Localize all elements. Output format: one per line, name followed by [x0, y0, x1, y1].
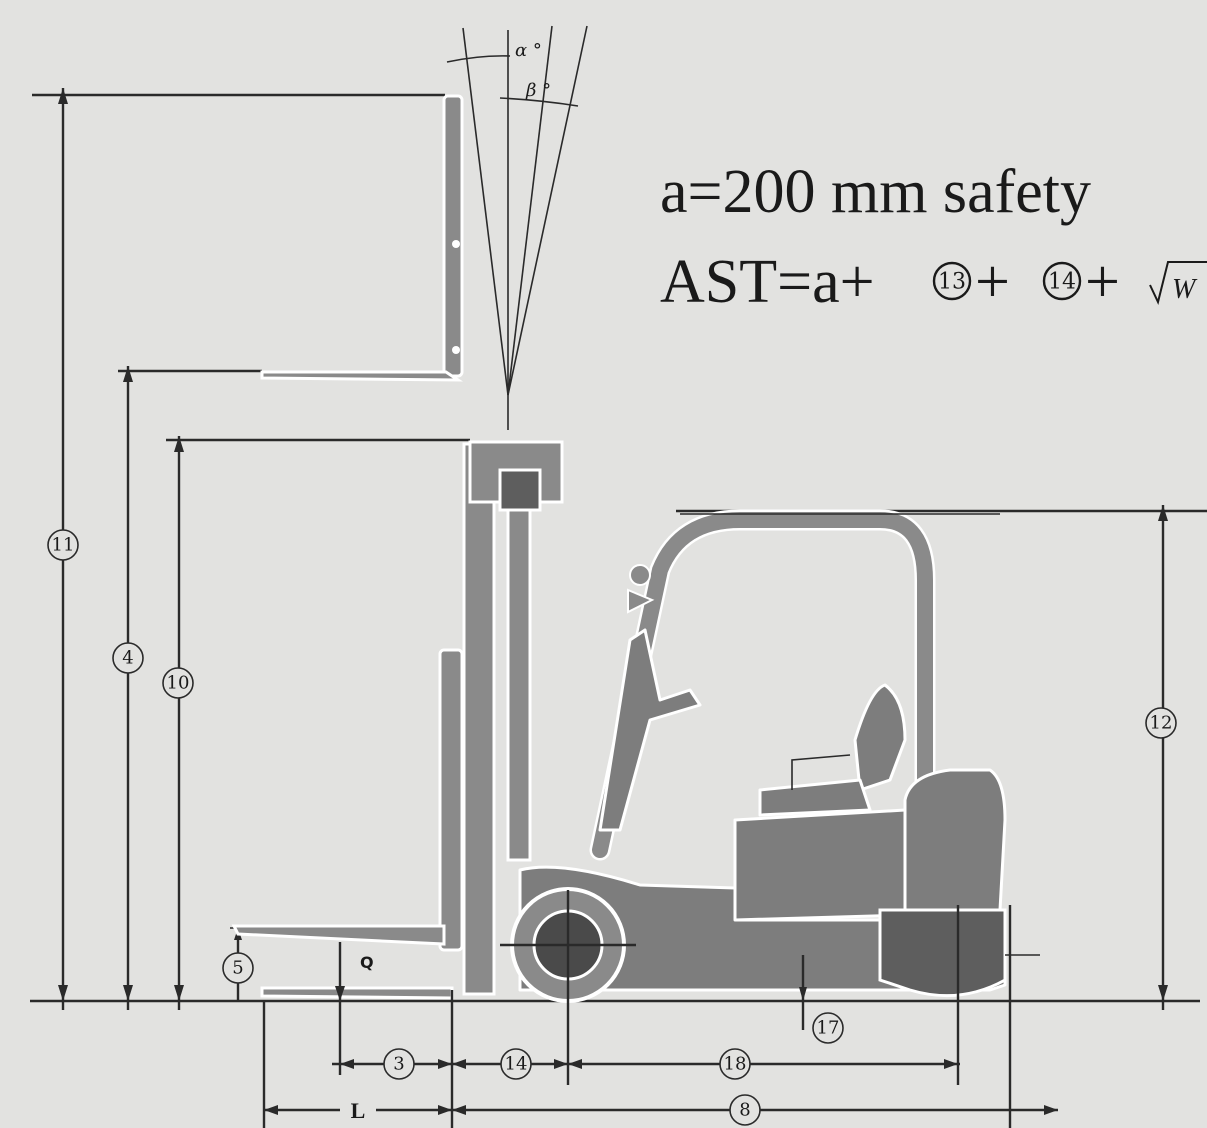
svg-text:17: 17 — [817, 1018, 840, 1039]
mirror-icon — [627, 588, 655, 614]
seat-back — [853, 683, 907, 792]
length-label-l: L — [351, 1098, 366, 1123]
callout-8: 8 — [729, 1094, 761, 1126]
alpha-arc — [446, 55, 511, 63]
svg-text:5: 5 — [232, 958, 243, 979]
callout-18: 18 — [719, 1048, 751, 1080]
callout-3: 3 — [383, 1048, 415, 1080]
arrow-down-icon — [335, 986, 345, 1001]
svg-text:12: 12 — [1150, 713, 1173, 734]
raised-fork — [260, 370, 464, 382]
arrow-up-icon — [58, 88, 68, 104]
formula-c14: 14 — [1048, 270, 1076, 295]
beta-arc — [499, 97, 579, 107]
lowered-fork-lower — [260, 986, 454, 1000]
chassis-mid — [733, 808, 907, 922]
beta-label: β ° — [525, 80, 551, 101]
formula-suffix: + — [1085, 248, 1120, 316]
steering-column — [598, 628, 702, 832]
counterweight-top — [903, 768, 1007, 912]
light-icon — [629, 564, 651, 586]
arrow-left-icon — [452, 1059, 466, 1069]
arrow-down-icon — [174, 985, 184, 1001]
seat-cushion — [758, 778, 872, 817]
lowered-fork-upper — [231, 924, 446, 946]
svg-text:11: 11 — [52, 535, 75, 556]
arrow-up-icon — [123, 366, 133, 382]
formula-circle-14 — [1042, 261, 1082, 301]
raised-carriage — [442, 94, 464, 378]
formula-mid: + — [975, 248, 1010, 316]
svg-text:4: 4 — [122, 648, 133, 669]
pulley-block — [498, 468, 542, 512]
formula-line-2: AST=a+ 13 + 14 + W — [660, 248, 1207, 316]
callout-12: 12 — [1145, 707, 1177, 739]
arrow-up-icon — [174, 436, 184, 452]
svg-text:10: 10 — [167, 673, 190, 694]
arrow-up-icon — [1158, 505, 1168, 521]
bolt-icon — [452, 240, 460, 248]
arrow-right-icon — [554, 1059, 568, 1069]
arrow-down-icon — [58, 985, 68, 1001]
bolt-icon — [452, 346, 460, 354]
rear-wheel — [878, 908, 1007, 998]
alpha-label: α ° — [515, 40, 542, 61]
callout-4: 4 — [112, 642, 144, 674]
formula-sqrt-var: W — [1172, 274, 1198, 305]
arrow-left-icon — [452, 1105, 466, 1115]
callout-10: 10 — [162, 667, 194, 699]
arrow-right-icon — [438, 1105, 452, 1115]
load-label-q: Q — [360, 953, 374, 972]
formula-c13: 13 — [938, 270, 966, 295]
tilt-line-beta-outer — [507, 25, 588, 396]
callout-5: 5 — [222, 952, 254, 984]
callout-11: 11 — [47, 529, 79, 561]
formula-prefix: AST=a+ — [660, 248, 875, 316]
arrow-down-icon — [799, 987, 807, 1001]
svg-text:14: 14 — [505, 1054, 528, 1075]
callout-14: 14 — [500, 1048, 532, 1080]
arrow-left-icon — [340, 1059, 354, 1069]
mast-outer — [462, 442, 496, 996]
overhead-guard — [592, 512, 933, 858]
formula-circle-13 — [932, 261, 972, 301]
arrow-right-icon — [944, 1059, 958, 1069]
lower-carriage — [438, 648, 464, 952]
tilt-line-alpha — [462, 27, 509, 396]
arrow-right-icon — [1044, 1105, 1058, 1115]
formula-line-1: a=200 mm safety — [660, 158, 1091, 226]
arrow-right-icon — [438, 1059, 452, 1069]
svg-text:3: 3 — [393, 1054, 404, 1075]
lift-cylinder — [506, 478, 532, 862]
sqrt-icon — [1149, 261, 1207, 305]
svg-text:18: 18 — [724, 1054, 747, 1075]
arrow-down-icon — [123, 985, 133, 1001]
callout-17: 17 — [812, 1012, 844, 1044]
armrest — [791, 754, 851, 790]
svg-text:8: 8 — [739, 1100, 750, 1121]
arrow-left-icon — [264, 1105, 278, 1115]
label-l-bg — [340, 1098, 376, 1122]
arrow-left-icon — [568, 1059, 582, 1069]
tilt-line-beta-inner — [507, 25, 553, 396]
arrow-down-icon — [1158, 985, 1168, 1001]
